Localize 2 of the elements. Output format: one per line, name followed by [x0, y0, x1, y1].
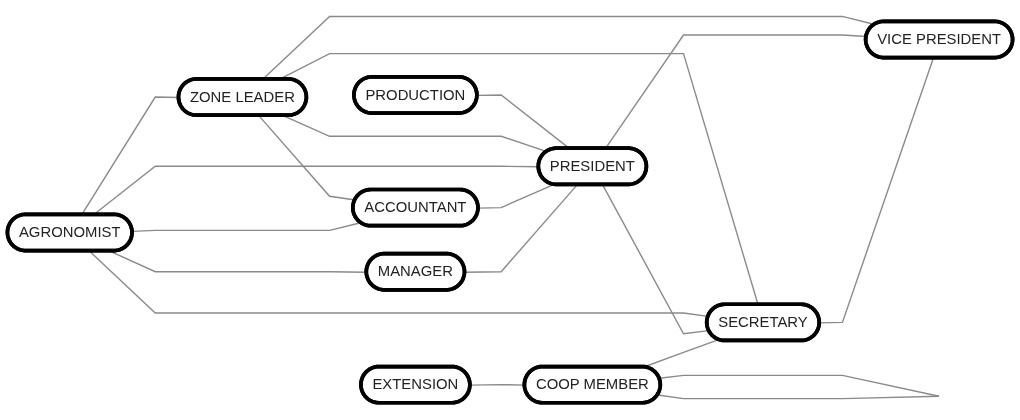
connector: [819, 57, 935, 324]
connector: [657, 375, 940, 400]
